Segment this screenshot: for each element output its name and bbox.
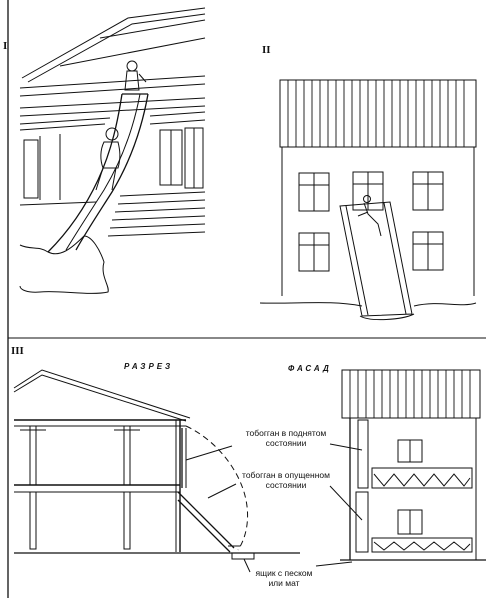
facade-drawing <box>315 369 486 567</box>
panel-two-numeral: II <box>262 44 271 56</box>
section-heading: РАЗРЕЗ <box>124 362 174 371</box>
label-sand-box: ящик с песком или мат <box>246 568 322 588</box>
label-lowered-line1: тобогган в опущенном <box>242 470 330 480</box>
section-drawing <box>13 369 300 573</box>
label-sand-box-line2: или мат <box>268 578 300 588</box>
label-raised-line1: тобогган в поднятом <box>245 428 327 438</box>
facade-heading: ФАСАД <box>288 364 332 373</box>
label-lowered-line2: состоянии <box>265 480 307 490</box>
panel-three-numeral: III <box>11 345 24 357</box>
label-lowered: тобогган в опущенном состоянии <box>234 470 338 490</box>
panel-two-sketch <box>259 79 477 321</box>
panel-one-sketch <box>19 7 206 294</box>
label-sand-box-line1: ящик с песком <box>255 568 313 578</box>
label-raised: тобогган в поднятом состоянии <box>234 428 338 448</box>
panel-one-numeral: I <box>3 40 8 52</box>
label-raised-line2: состоянии <box>265 438 307 448</box>
